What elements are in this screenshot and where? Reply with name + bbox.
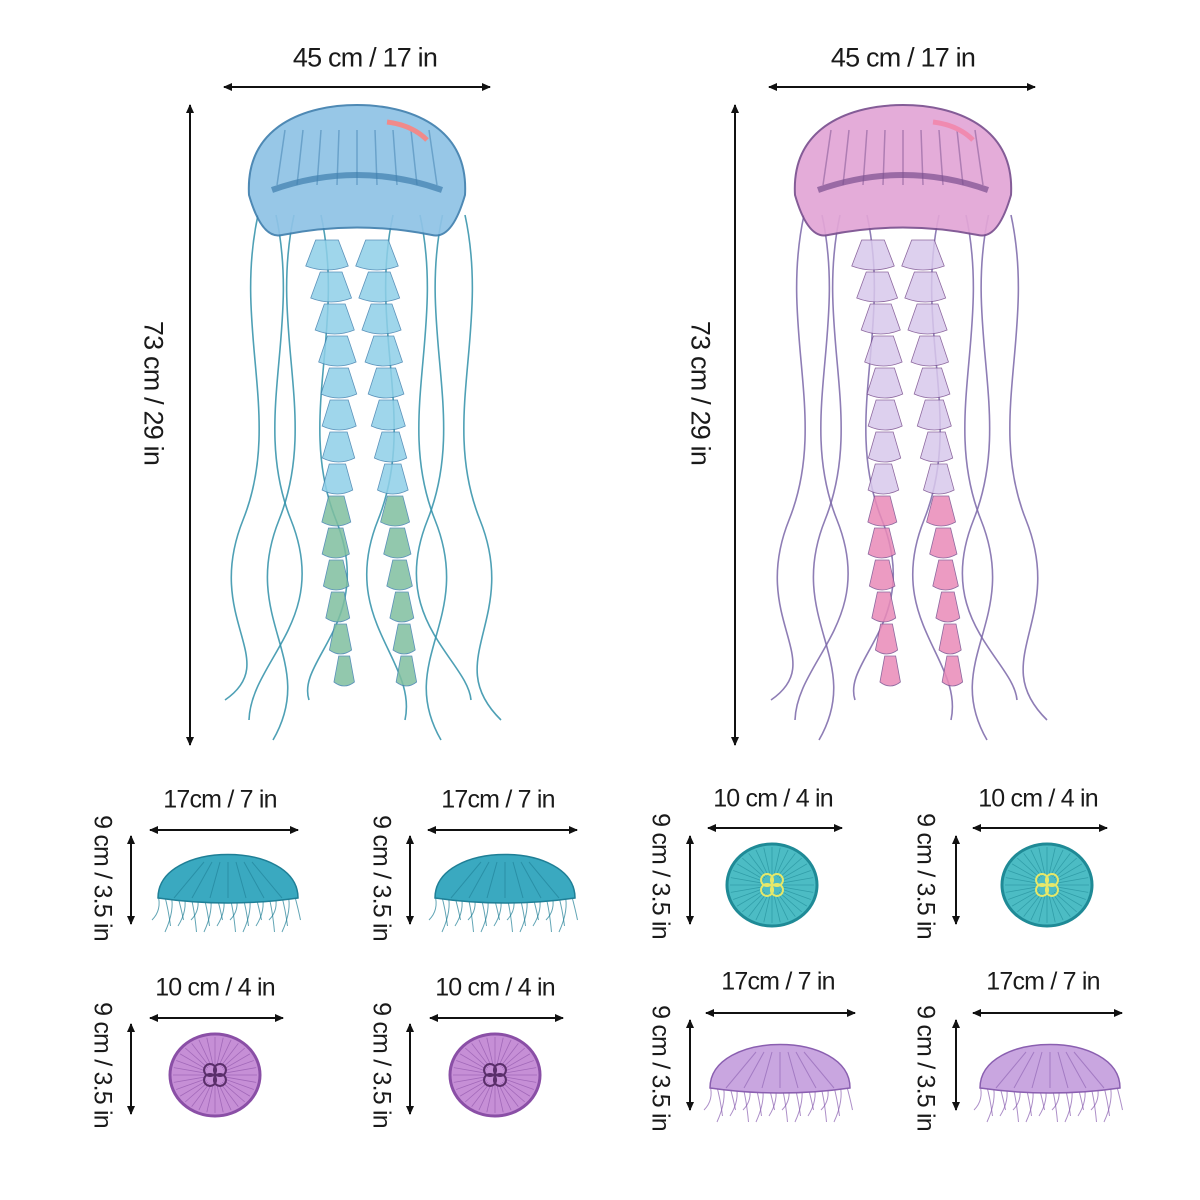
small-6-width-label: 10 cm / 4 in [435, 973, 555, 1002]
small-jellyfish-7 [703, 1043, 853, 1123]
small-5-width-label: 10 cm / 4 in [155, 973, 275, 1002]
small-jellyfish-5 [168, 1032, 262, 1118]
small-jellyfish-2 [428, 853, 578, 933]
small-jellyfish-3 [725, 842, 819, 928]
small-1-width-label: 17cm / 7 in [163, 785, 277, 814]
small-jellyfish-4 [1000, 842, 1094, 928]
small-6-height-label: 9 cm / 3.5 in [367, 1002, 396, 1128]
large-left-height-label: 73 cm / 29 in [138, 320, 169, 466]
large-left-width-label: 45 cm / 17 in [292, 42, 438, 73]
large-jellyfish-pink [770, 103, 1048, 741]
small-jellyfish-1 [151, 853, 301, 933]
large-jellyfish-blue [224, 103, 502, 741]
small-2-width-label: 17cm / 7 in [441, 785, 555, 814]
large-right-height-label: 73 cm / 29 in [685, 320, 716, 466]
small-jellyfish-8 [973, 1043, 1123, 1123]
small-3-width-label: 10 cm / 4 in [713, 784, 833, 813]
small-4-width-label: 10 cm / 4 in [978, 784, 1098, 813]
small-7-height-label: 9 cm / 3.5 in [646, 1005, 675, 1131]
small-7-width-label: 17cm / 7 in [721, 967, 835, 996]
small-3-height-label: 9 cm / 3.5 in [646, 813, 675, 939]
large-right-width-label: 45 cm / 17 in [830, 42, 976, 73]
small-4-height-label: 9 cm / 3.5 in [911, 813, 940, 939]
small-1-height-label: 9 cm / 3.5 in [88, 815, 117, 941]
small-5-height-label: 9 cm / 3.5 in [88, 1002, 117, 1128]
small-8-width-label: 17cm / 7 in [986, 967, 1100, 996]
small-jellyfish-6 [448, 1032, 542, 1118]
small-2-height-label: 9 cm / 3.5 in [367, 815, 396, 941]
small-8-height-label: 9 cm / 3.5 in [911, 1005, 940, 1131]
